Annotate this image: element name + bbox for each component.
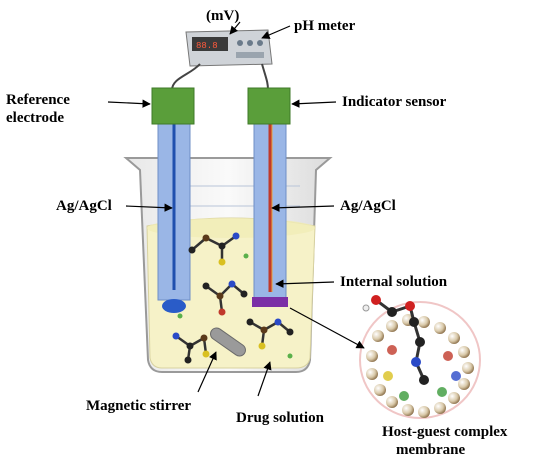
- internal-solution-arrow: [275, 279, 335, 288]
- reference-arrow: [107, 99, 151, 108]
- drug-solution-label: Drug solution: [236, 410, 324, 426]
- indicator-sensor-label: Indicator sensor: [342, 94, 447, 110]
- ph-meter-label: pH meter: [294, 18, 356, 34]
- mv-arrow: [229, 21, 241, 35]
- internal-solution-label: Internal solution: [340, 274, 448, 290]
- ph-meter-device: 88.8: [185, 29, 273, 67]
- membrane-zoom-arrow: [289, 307, 365, 349]
- ag-agcl-right-arrow: [271, 203, 335, 212]
- ion-dot: [177, 313, 183, 319]
- stirrer-arrow: [197, 351, 217, 393]
- ion-dot: [243, 253, 249, 259]
- reference-electrode-label-line2: electrode: [6, 110, 65, 126]
- drug-molecule: [172, 332, 210, 364]
- magnetic-stirrer-bar: [210, 327, 246, 357]
- ag-agcl-left-arrow: [125, 203, 173, 212]
- host-guest-membrane-label-line1: Host-guest complex: [382, 424, 508, 440]
- host-guest-membrane-label-line2: membrane: [396, 442, 466, 458]
- reference-electrode: [151, 87, 195, 313]
- drug-molecule: [188, 232, 240, 266]
- meter-display: [192, 37, 228, 51]
- ag-agcl-left-label: Ag/AgCl: [56, 198, 112, 214]
- indicator-cap: [247, 87, 291, 125]
- ion-dot: [287, 353, 293, 359]
- drug-solution-arrow: [257, 361, 272, 397]
- magnetic-stirrer-label: Magnetic stirrer: [86, 398, 192, 414]
- reference-electrode-label-line1: Reference: [6, 92, 70, 108]
- host-guest-membrane: [252, 297, 288, 307]
- svg-text:88.8: 88.8: [196, 41, 218, 51]
- indicator-electrode: [247, 87, 291, 307]
- indicator-cable: [261, 63, 269, 91]
- host-guest-complex-illustration: [359, 295, 481, 419]
- reference-junction: [162, 299, 186, 313]
- reference-cable: [171, 63, 201, 91]
- drug-molecule: [202, 280, 248, 316]
- ph-meter-arrow: [261, 25, 291, 39]
- ag-agcl-right-label: Ag/AgCl: [340, 198, 396, 214]
- indicator-arrow: [291, 99, 337, 108]
- meter-unit-label: (mV): [206, 8, 240, 24]
- drug-molecule: [246, 318, 294, 350]
- reference-cap: [151, 87, 195, 125]
